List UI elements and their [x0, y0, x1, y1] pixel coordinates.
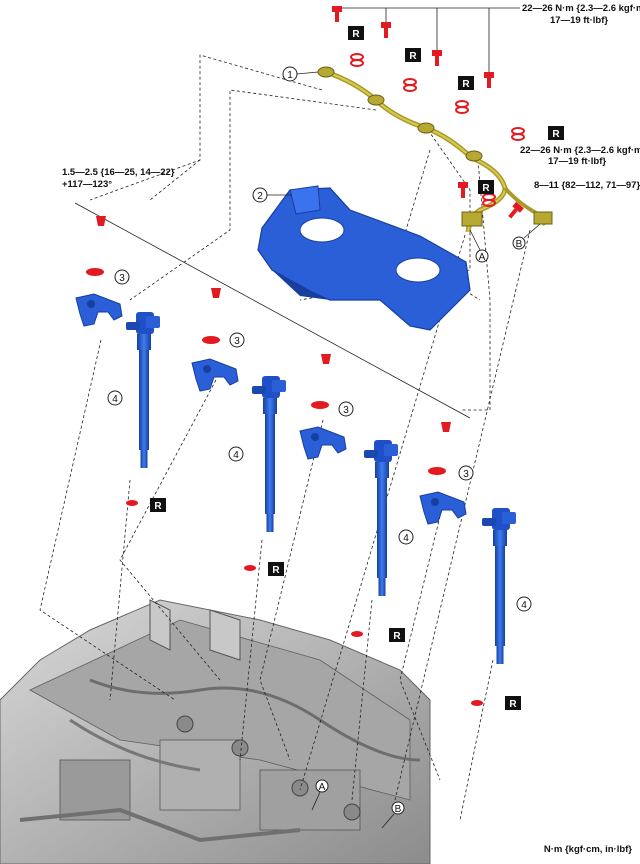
svg-text:R: R [509, 699, 517, 710]
svg-text:3: 3 [343, 405, 349, 416]
engine-block [0, 599, 431, 864]
svg-text:17—19 ft·lbf}: 17—19 ft·lbf} [548, 156, 606, 167]
injector-set-1: 3 4 [75, 216, 160, 506]
svg-text:2: 2 [257, 191, 263, 202]
svg-text:R: R [393, 631, 401, 642]
clamp-torque-leader [74, 202, 471, 419]
svg-text:4: 4 [233, 450, 239, 461]
svg-text:R: R [552, 129, 560, 140]
svg-text:17—19 ft·lbf}: 17—19 ft·lbf} [550, 15, 608, 26]
injector-set-4: 3 4 [419, 422, 532, 706]
point-b-engine: B [381, 801, 405, 829]
pipe-bolts [332, 6, 524, 219]
svg-text:3: 3 [234, 336, 240, 347]
svg-text:R: R [482, 183, 490, 194]
svg-text:3: 3 [119, 273, 125, 284]
fuel-distribution-pipe [317, 66, 553, 233]
svg-text:4: 4 [112, 394, 118, 405]
svg-text:22—26 N·m {2.3—2.6 kgf·m,: 22—26 N·m {2.3—2.6 kgf·m, [522, 3, 640, 14]
svg-text:A: A [479, 252, 486, 263]
svg-text:R: R [409, 51, 417, 62]
svg-text:4: 4 [521, 600, 527, 611]
clamp-bolt-torque: 1.5—2.5 {16—25, 14—22} +117—123° [62, 167, 175, 190]
part-1-callout: 1 [282, 66, 319, 82]
svg-text:3: 3 [463, 469, 469, 480]
injector-set-2: 3 4 [191, 288, 286, 571]
pipe-mid-torque: 22—26 N·m {2.3—2.6 kgf·m, 17—19 ft·lbf} [520, 145, 640, 167]
svg-text:R: R [272, 565, 280, 576]
pipe-seals [350, 53, 525, 207]
svg-text:1.5—2.5 {16—25, 14—22}: 1.5—2.5 {16—25, 14—22} [62, 167, 175, 178]
pipe-bolt-torque: 22—26 N·m {2.3—2.6 kgf·m, 17—19 ft·lbf} [522, 3, 640, 26]
nut-b-torque: 8—11 {82—112, 71—97} [534, 180, 640, 191]
svg-text:22—26 N·m {2.3—2.6 kgf·m,: 22—26 N·m {2.3—2.6 kgf·m, [520, 145, 640, 156]
svg-text:4: 4 [403, 533, 409, 544]
svg-text:1: 1 [287, 70, 293, 81]
svg-text:+117—123°: +117—123° [62, 179, 112, 190]
svg-text:R: R [462, 79, 470, 90]
injector-insulator-cover [257, 185, 471, 331]
point-b-pipe: B [512, 223, 541, 250]
part-2-callout: 2 [252, 187, 292, 203]
units-note: N·m {kgf·cm, in·lbf} [544, 844, 632, 855]
svg-text:B: B [516, 239, 523, 250]
injector-set-3: 3 4 [299, 354, 414, 637]
svg-text:A: A [319, 782, 326, 793]
svg-text:B: B [395, 804, 402, 815]
point-a-pipe: A [469, 229, 489, 263]
svg-text:R: R [352, 29, 360, 40]
pipe-bolt-leaders [337, 7, 520, 72]
svg-text:R: R [154, 501, 162, 512]
point-a-engine: A [311, 779, 329, 811]
replace-markers: R R R R R R R R R [150, 26, 564, 710]
